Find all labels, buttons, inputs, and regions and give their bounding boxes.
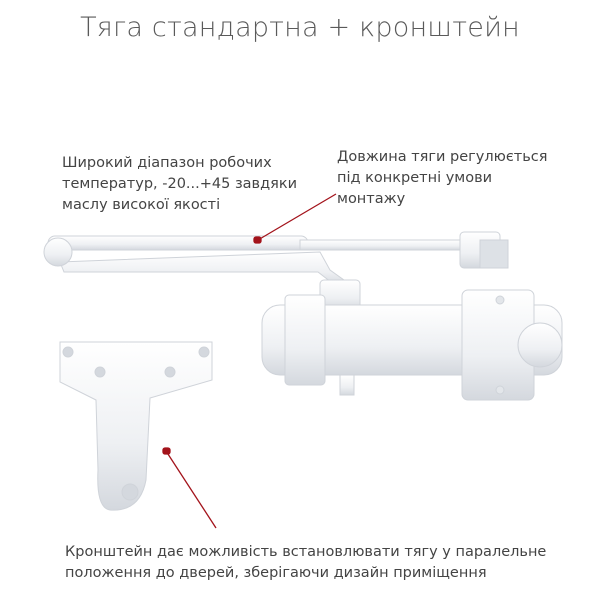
arm-length-note: Довжина тяги регулюється під конкретні у… — [337, 149, 548, 207]
temperature-note: Широкий діапазон робочих температур, -20… — [62, 155, 298, 213]
page-title: Тяга стандартна + кронштейн — [80, 12, 520, 43]
bracket-note: Кронштейн дає можливість встановлювати т… — [65, 544, 547, 581]
closer-body — [261, 279, 563, 401]
arm-assembly — [43, 231, 509, 287]
bracket-plate — [59, 341, 213, 511]
callout-lines — [162, 193, 337, 529]
